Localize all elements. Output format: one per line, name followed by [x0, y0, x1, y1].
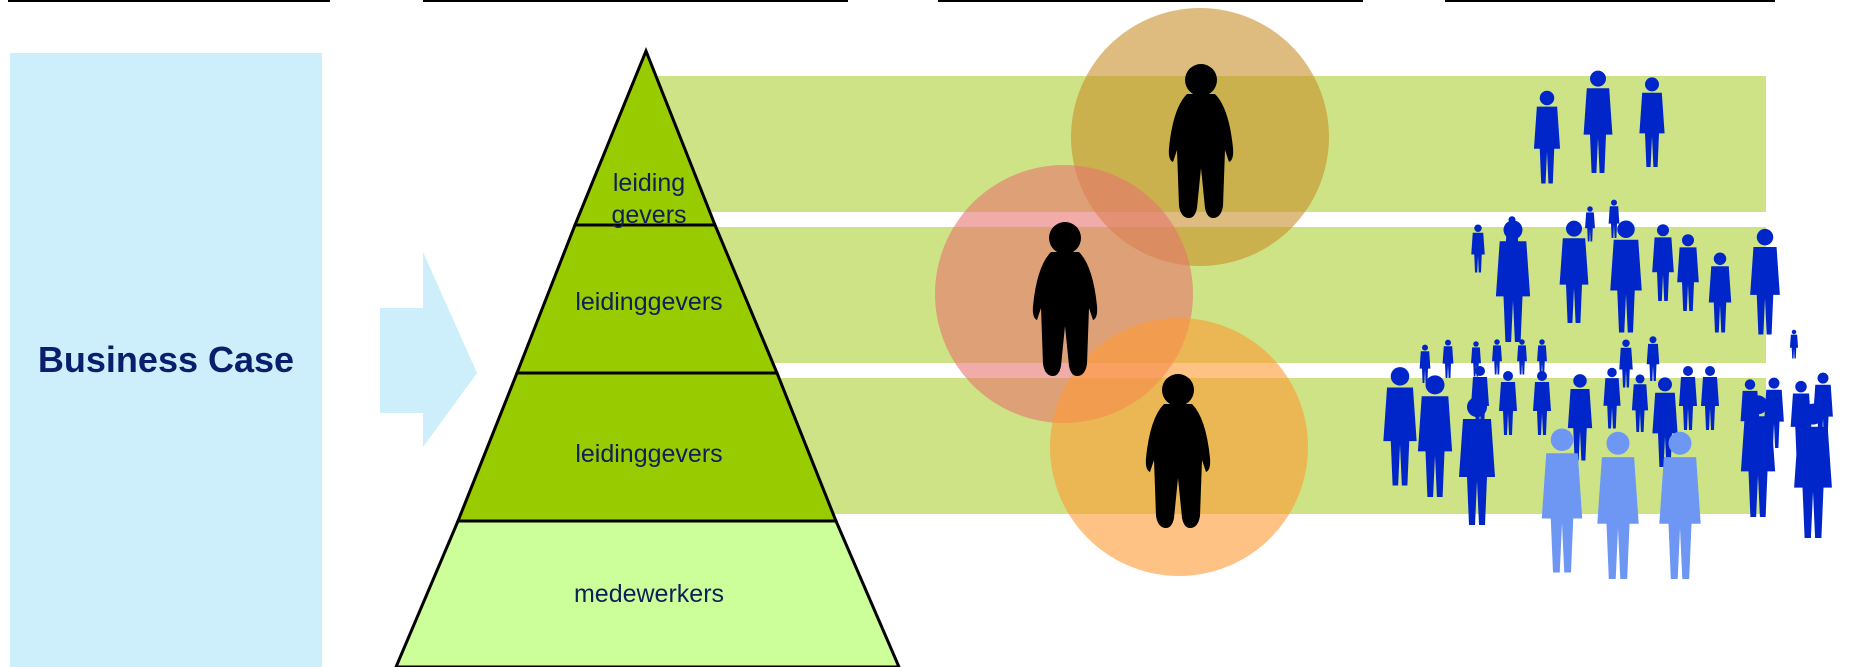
flow-arrow	[380, 252, 477, 447]
pyramid-level-3-label: leidinggevers	[575, 440, 723, 468]
top-rule-3	[938, 0, 1363, 2]
top-rule-2	[423, 0, 848, 2]
top-rule-4	[1445, 0, 1775, 2]
pyramid-level-4-label: medewerkers	[573, 580, 725, 608]
pyramid-level-1	[572, 46, 718, 227]
crowd-person-23	[1789, 329, 1799, 359]
pyramid-level-1-label-line2: gevers	[611, 201, 687, 229]
pyramid-level-1-label: leiding	[612, 169, 686, 197]
business-case-title: Business Case	[37, 339, 295, 380]
business-case-box: Business Case	[10, 53, 322, 667]
top-rule-1	[8, 0, 330, 2]
pyramid-level-2-label: leidinggevers	[575, 288, 723, 316]
